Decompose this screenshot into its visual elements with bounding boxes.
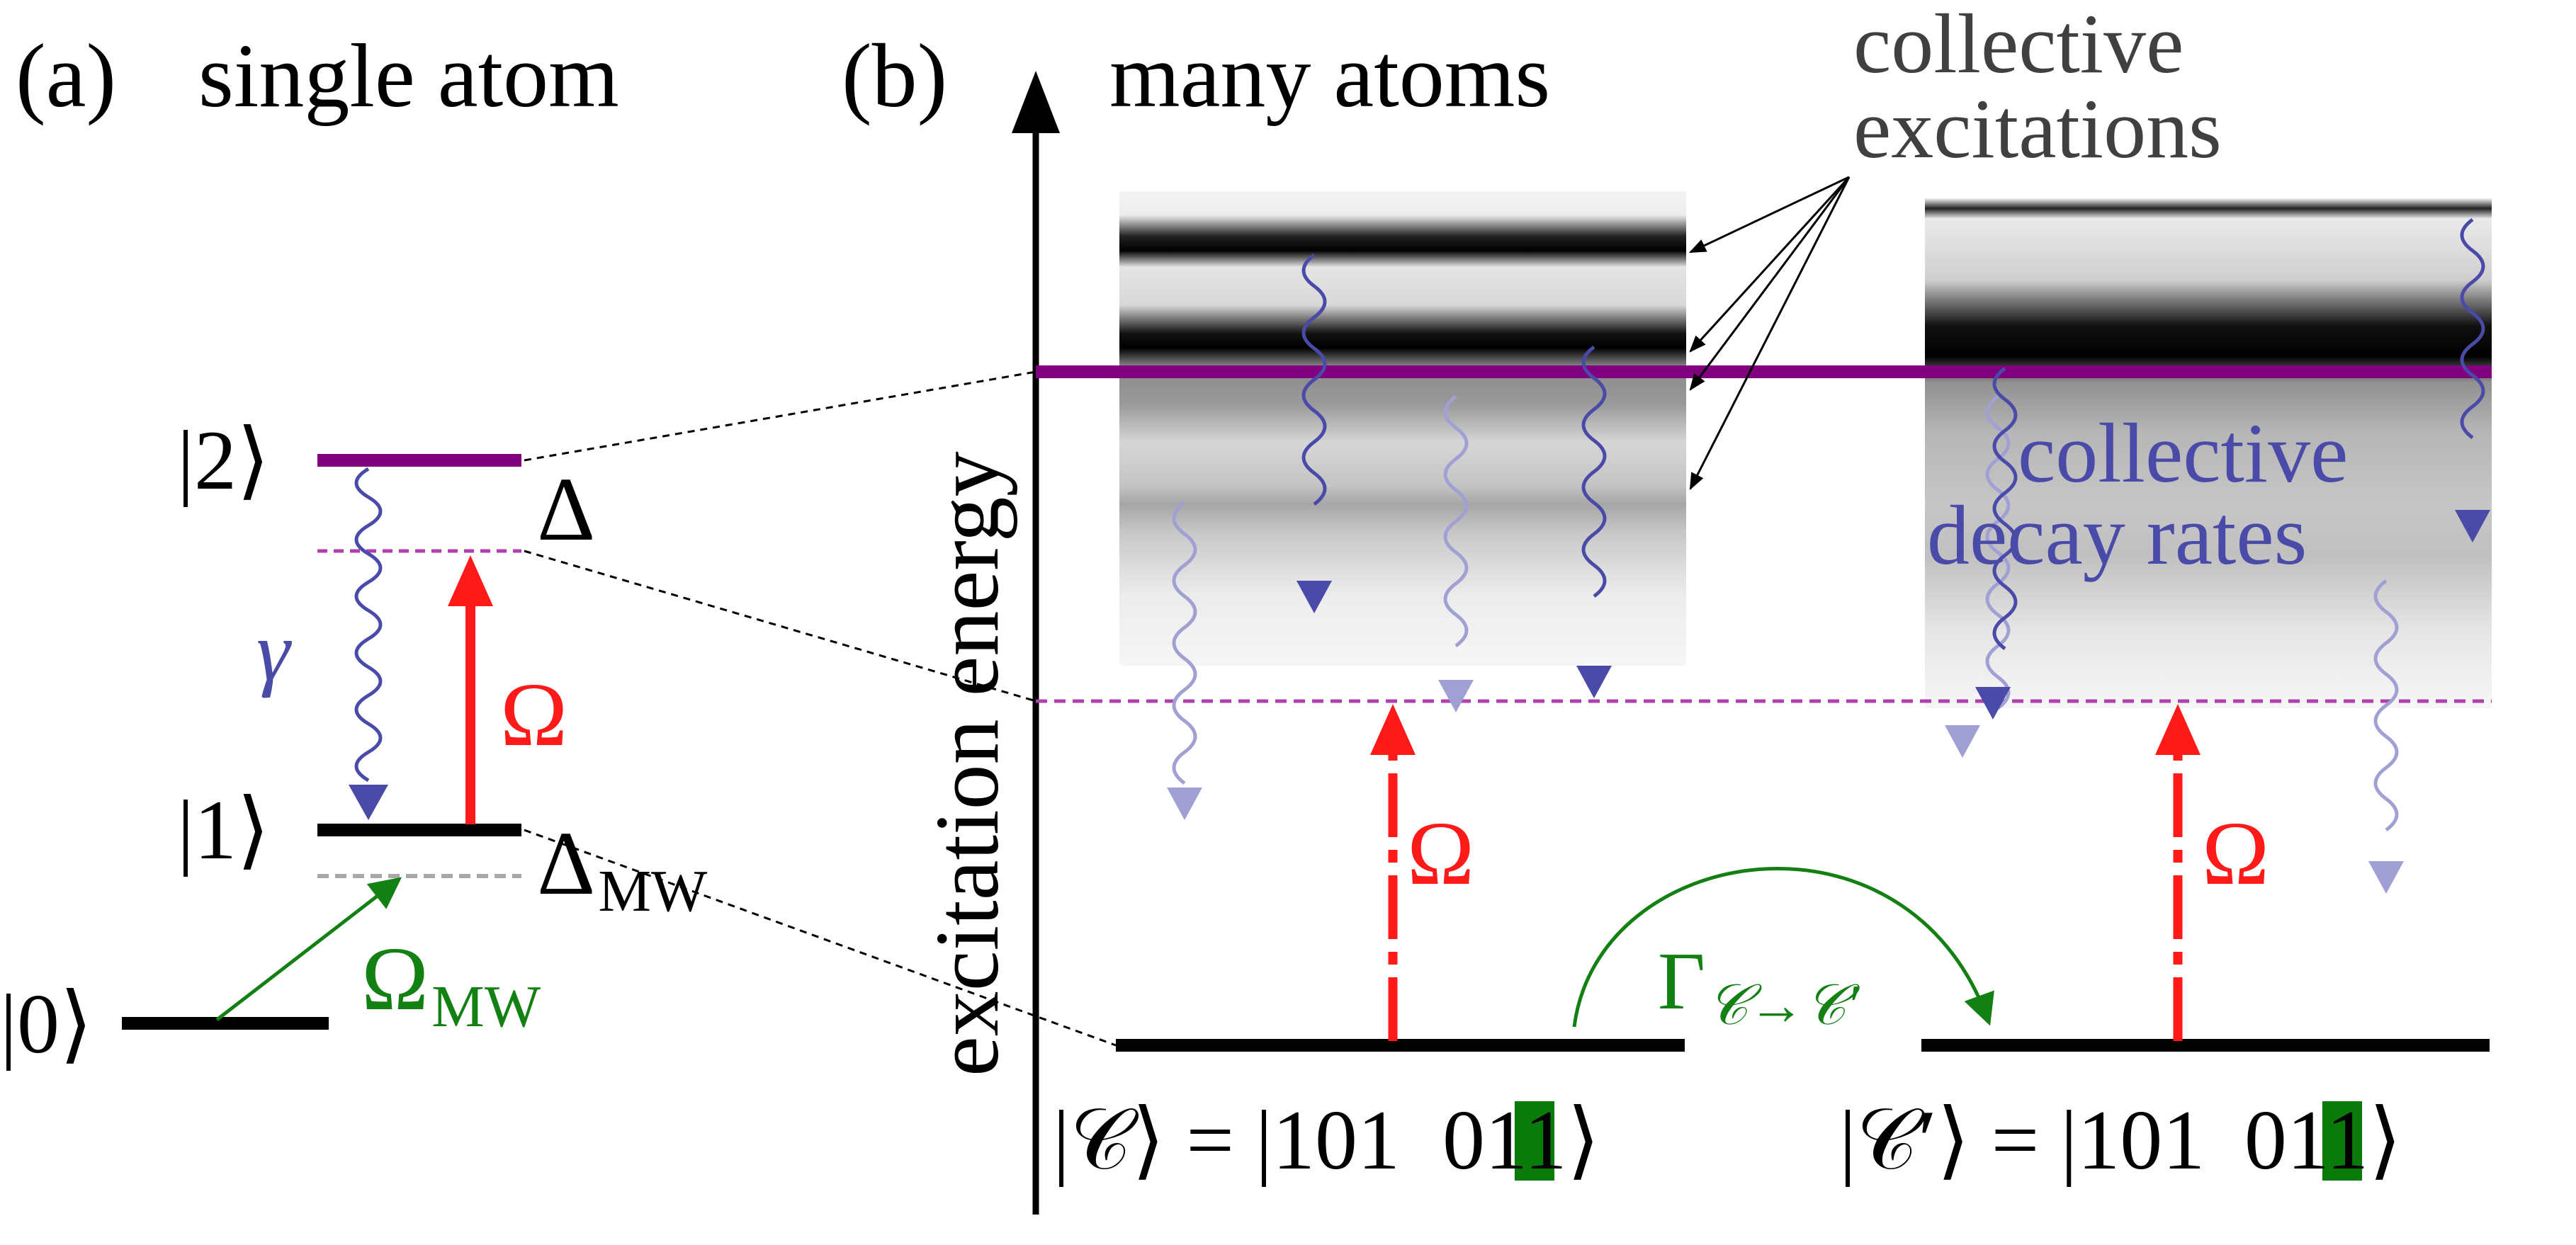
connector-level-2: [524, 370, 1036, 462]
rabi-left-label: Ω: [1407, 803, 1474, 904]
collective-excitations-line2: excitations: [1853, 81, 2222, 176]
decay-arrow: [1443, 394, 1469, 648]
pointer-arrow: [1689, 176, 1851, 353]
detuning-label: Δ: [537, 459, 595, 559]
decay-arrow: [1581, 345, 1607, 598]
decay-arrowhead: [2455, 510, 2490, 542]
energy-axis-label: excitation energy: [917, 451, 1017, 1076]
ket-2-label: |2⟩: [177, 413, 270, 507]
mw-arrow: [215, 877, 402, 1021]
gamma-label: γ: [256, 604, 292, 698]
ket-1-label: |1⟩: [177, 783, 270, 877]
panel-b: (b) many atoms excitation energy Ω Ω Γ𝒞→…: [842, 0, 2492, 1215]
collective-decay-line1: collective: [2018, 406, 2348, 500]
transfer-arc: [1572, 867, 1994, 1028]
decay-arrowhead: [1297, 581, 1332, 613]
state-label-c-prime: |𝒞′⟩ = |1011011⟩: [1839, 1093, 2402, 1187]
collective-band-left: [1119, 191, 1686, 666]
decay-arrowhead: [1576, 666, 1612, 698]
pointer-arrow: [1689, 176, 1851, 491]
rabi-left-arrowhead: [1370, 704, 1416, 755]
decay-arrow: [1985, 394, 2011, 710]
excitation-pointers: [1688, 176, 1851, 491]
mw-rabi-label: ΩMW: [361, 928, 541, 1040]
gamma-arrowhead: [349, 785, 388, 820]
decay-arrowhead: [1167, 788, 1202, 820]
panel-a: (a) single atom |2⟩ |1⟩ |0⟩ Δ ΔMW γ Ω ΩM…: [0, 25, 708, 1071]
state-label-c: |𝒞⟩ = |1010011⟩: [1053, 1093, 1600, 1187]
energy-axis-arrowhead: [1012, 71, 1060, 133]
ket-0-label: |0⟩: [0, 977, 93, 1071]
collective-excitations-line1: collective: [1853, 0, 2184, 91]
panel-a-label: (a): [16, 25, 116, 126]
pointer-arrow: [1689, 176, 1851, 391]
decay-arrow: [1172, 501, 1197, 785]
rabi-arrowhead: [448, 555, 493, 606]
decay-arrow: [1301, 253, 1327, 506]
pointer-arrow: [1688, 176, 1850, 254]
panel-b-label: (b): [842, 25, 947, 126]
rabi-label: Ω: [500, 664, 567, 765]
decay-arrowhead: [1975, 687, 2011, 720]
panel-a-title: single atom: [198, 25, 619, 126]
state-c-prime-text: |𝒞′⟩ = |1011011⟩: [1839, 1093, 2402, 1187]
decay-arrowhead: [1438, 680, 1474, 712]
decay-arrow: [1992, 366, 2018, 651]
decay-arrow: [2460, 217, 2485, 440]
connector-level-1: [524, 829, 1117, 1047]
state-c-text: |𝒞⟩ = |1010011⟩: [1053, 1093, 1600, 1187]
decay-arrowhead: [2368, 861, 2404, 894]
panel-b-title: many atoms: [1109, 25, 1550, 126]
highlight-flipped-digit: [2322, 1101, 2362, 1181]
collective-decay-line2: decay rates: [1927, 488, 2307, 582]
rabi-right-arrowhead: [2155, 704, 2201, 755]
decay-arrows-right: [1945, 217, 2490, 894]
connector-lines: [524, 370, 1117, 1047]
rabi-right-label: Ω: [2202, 803, 2269, 904]
mw-detuning-label: ΔMW: [537, 813, 708, 924]
highlight-flipped-digit: [1515, 1101, 1554, 1181]
decay-arrowhead: [1945, 725, 1980, 758]
decay-arrow: [2373, 579, 2399, 832]
transfer-rate-label: Γ𝒞→𝒞′: [1658, 936, 1860, 1037]
decay-arrows-left: [1167, 253, 1612, 820]
gamma-decay-arrow: [354, 467, 383, 783]
